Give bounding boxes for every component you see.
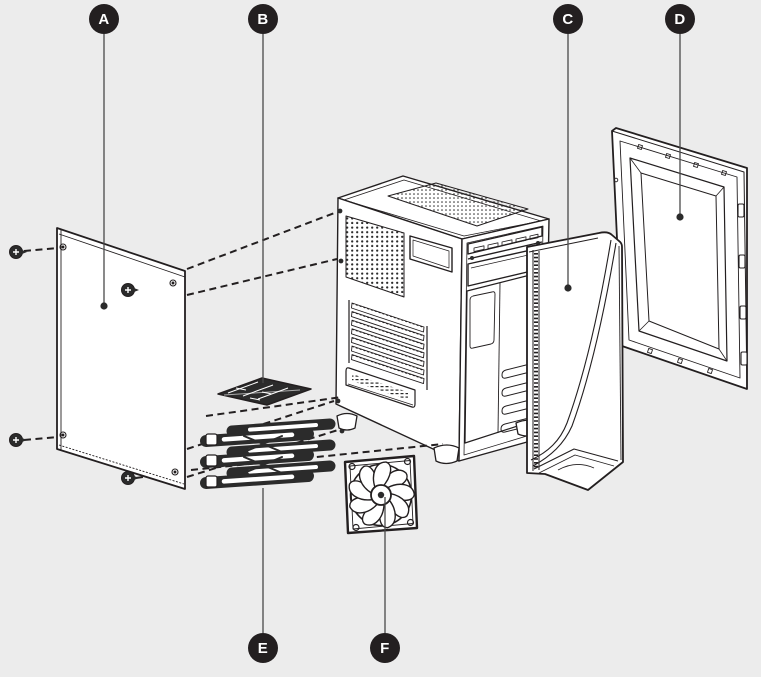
alignment-dashes [24, 212, 443, 478]
leader-lines [104, 34, 680, 633]
callout-d: D [665, 4, 695, 34]
panel-d-clips [738, 204, 747, 365]
mounting-plate-b [218, 378, 311, 405]
thumbscrews [10, 246, 139, 485]
chassis [336, 176, 549, 464]
leader-dots [100, 213, 684, 499]
callout-b: B [248, 4, 278, 34]
fan-corner-holes [349, 459, 414, 531]
chassis-rear-screws [335, 208, 345, 434]
side-panel-a [57, 228, 185, 489]
front-bezel-c [527, 232, 623, 490]
side-panel-d [612, 128, 747, 389]
callout-a: A [89, 4, 119, 34]
callout-c: C [553, 4, 583, 34]
callout-e: E [248, 633, 278, 663]
expansion-slots [349, 300, 427, 390]
panel-a-screw-holes [60, 244, 178, 475]
drive-rails-e [206, 424, 330, 487]
callout-f: F [370, 633, 400, 663]
